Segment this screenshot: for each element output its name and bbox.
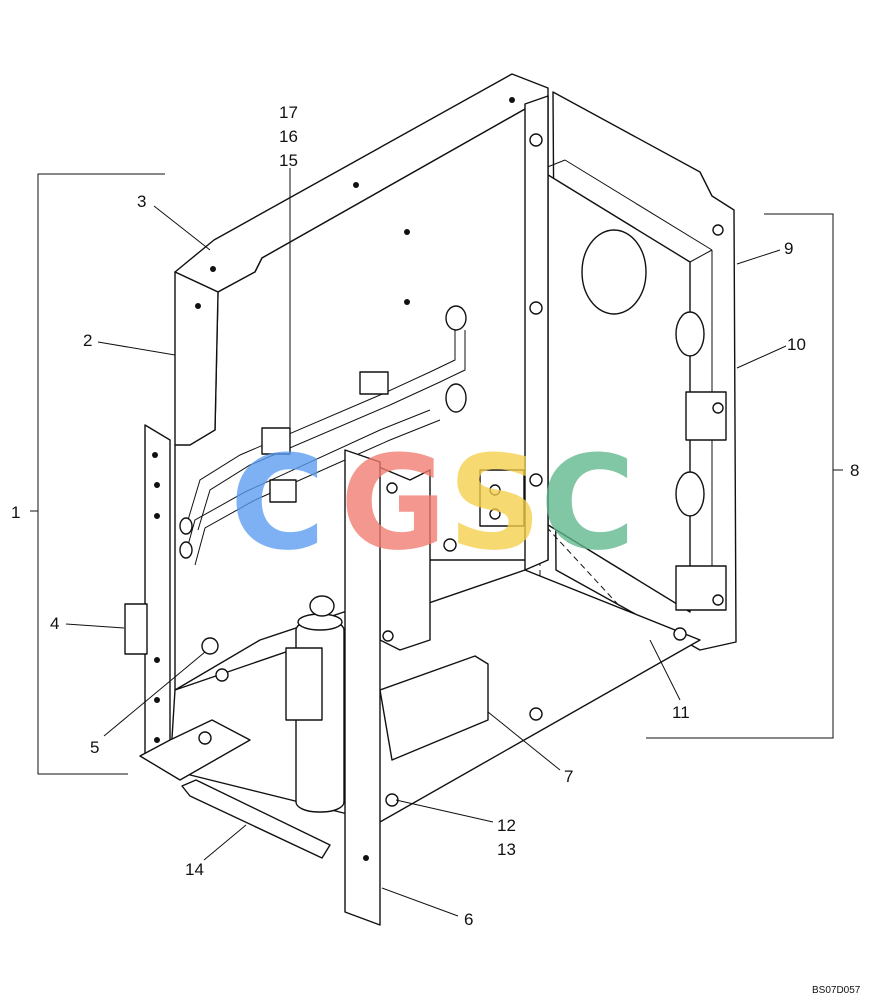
group-bracket-8 xyxy=(646,213,834,739)
callout-11: 11 xyxy=(672,703,690,722)
watermark-letter-s: S xyxy=(448,427,542,579)
group-bracket-1 xyxy=(37,173,165,775)
callout-16: 16 xyxy=(279,127,298,146)
callout-6: 6 xyxy=(464,910,473,929)
callout-4: 4 xyxy=(50,614,59,633)
callout-7: 7 xyxy=(564,767,573,786)
callout-12: 12 xyxy=(497,816,516,835)
leader-lines xyxy=(65,168,787,917)
watermark-letter-g: G xyxy=(340,427,447,579)
callout-10: 10 xyxy=(787,335,806,354)
bottom-bar xyxy=(181,779,331,859)
callout-17: 17 xyxy=(279,103,298,122)
callout-2: 2 xyxy=(83,331,92,350)
callout-labels: 1 2 3 4 5 6 7 8 9 10 11 12 13 14 15 16 1… xyxy=(11,103,859,929)
filter-canister xyxy=(285,595,345,813)
housing-box xyxy=(539,91,737,651)
callout-1: 1 xyxy=(11,503,20,522)
callout-13: 13 xyxy=(497,840,516,859)
tube-assembly xyxy=(179,305,467,566)
vertical-strap xyxy=(344,449,381,926)
callout-3: 3 xyxy=(137,192,146,211)
angle-bracket xyxy=(379,655,489,761)
watermark: C G S C xyxy=(230,427,635,579)
side-box xyxy=(124,603,148,655)
callout-14: 14 xyxy=(185,860,204,879)
drawing-code: BS07D057 xyxy=(812,985,861,996)
callout-15: 15 xyxy=(279,151,298,170)
watermark-letter-c2: C xyxy=(540,427,635,579)
callout-5: 5 xyxy=(90,738,99,757)
watermark-letter-c1: C xyxy=(230,427,325,579)
callout-8: 8 xyxy=(850,461,859,480)
callout-9: 9 xyxy=(784,239,793,258)
